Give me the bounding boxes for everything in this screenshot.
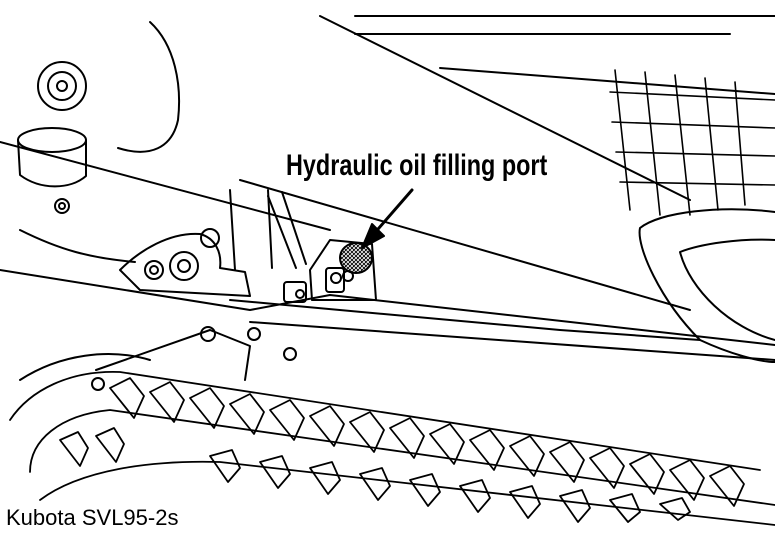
mounting-bracket [119,228,251,297]
rubber-track [9,371,775,526]
cab-grille [609,69,775,216]
gas-strut [267,191,307,303]
chassis-frame [0,189,775,361]
frame-bolts [91,326,297,391]
pivot-pin [37,61,87,111]
hydraulic-oil-filler-cap [339,242,373,274]
callout-arrow [361,188,414,249]
lift-cylinder-mount [17,127,87,214]
track-frame [19,329,251,381]
rear-fender [638,208,775,363]
upper-body-panel [0,15,775,311]
figure-caption: Kubota SVL95-2s [6,505,179,530]
callout-label: Hydraulic oil filling port [286,149,548,182]
